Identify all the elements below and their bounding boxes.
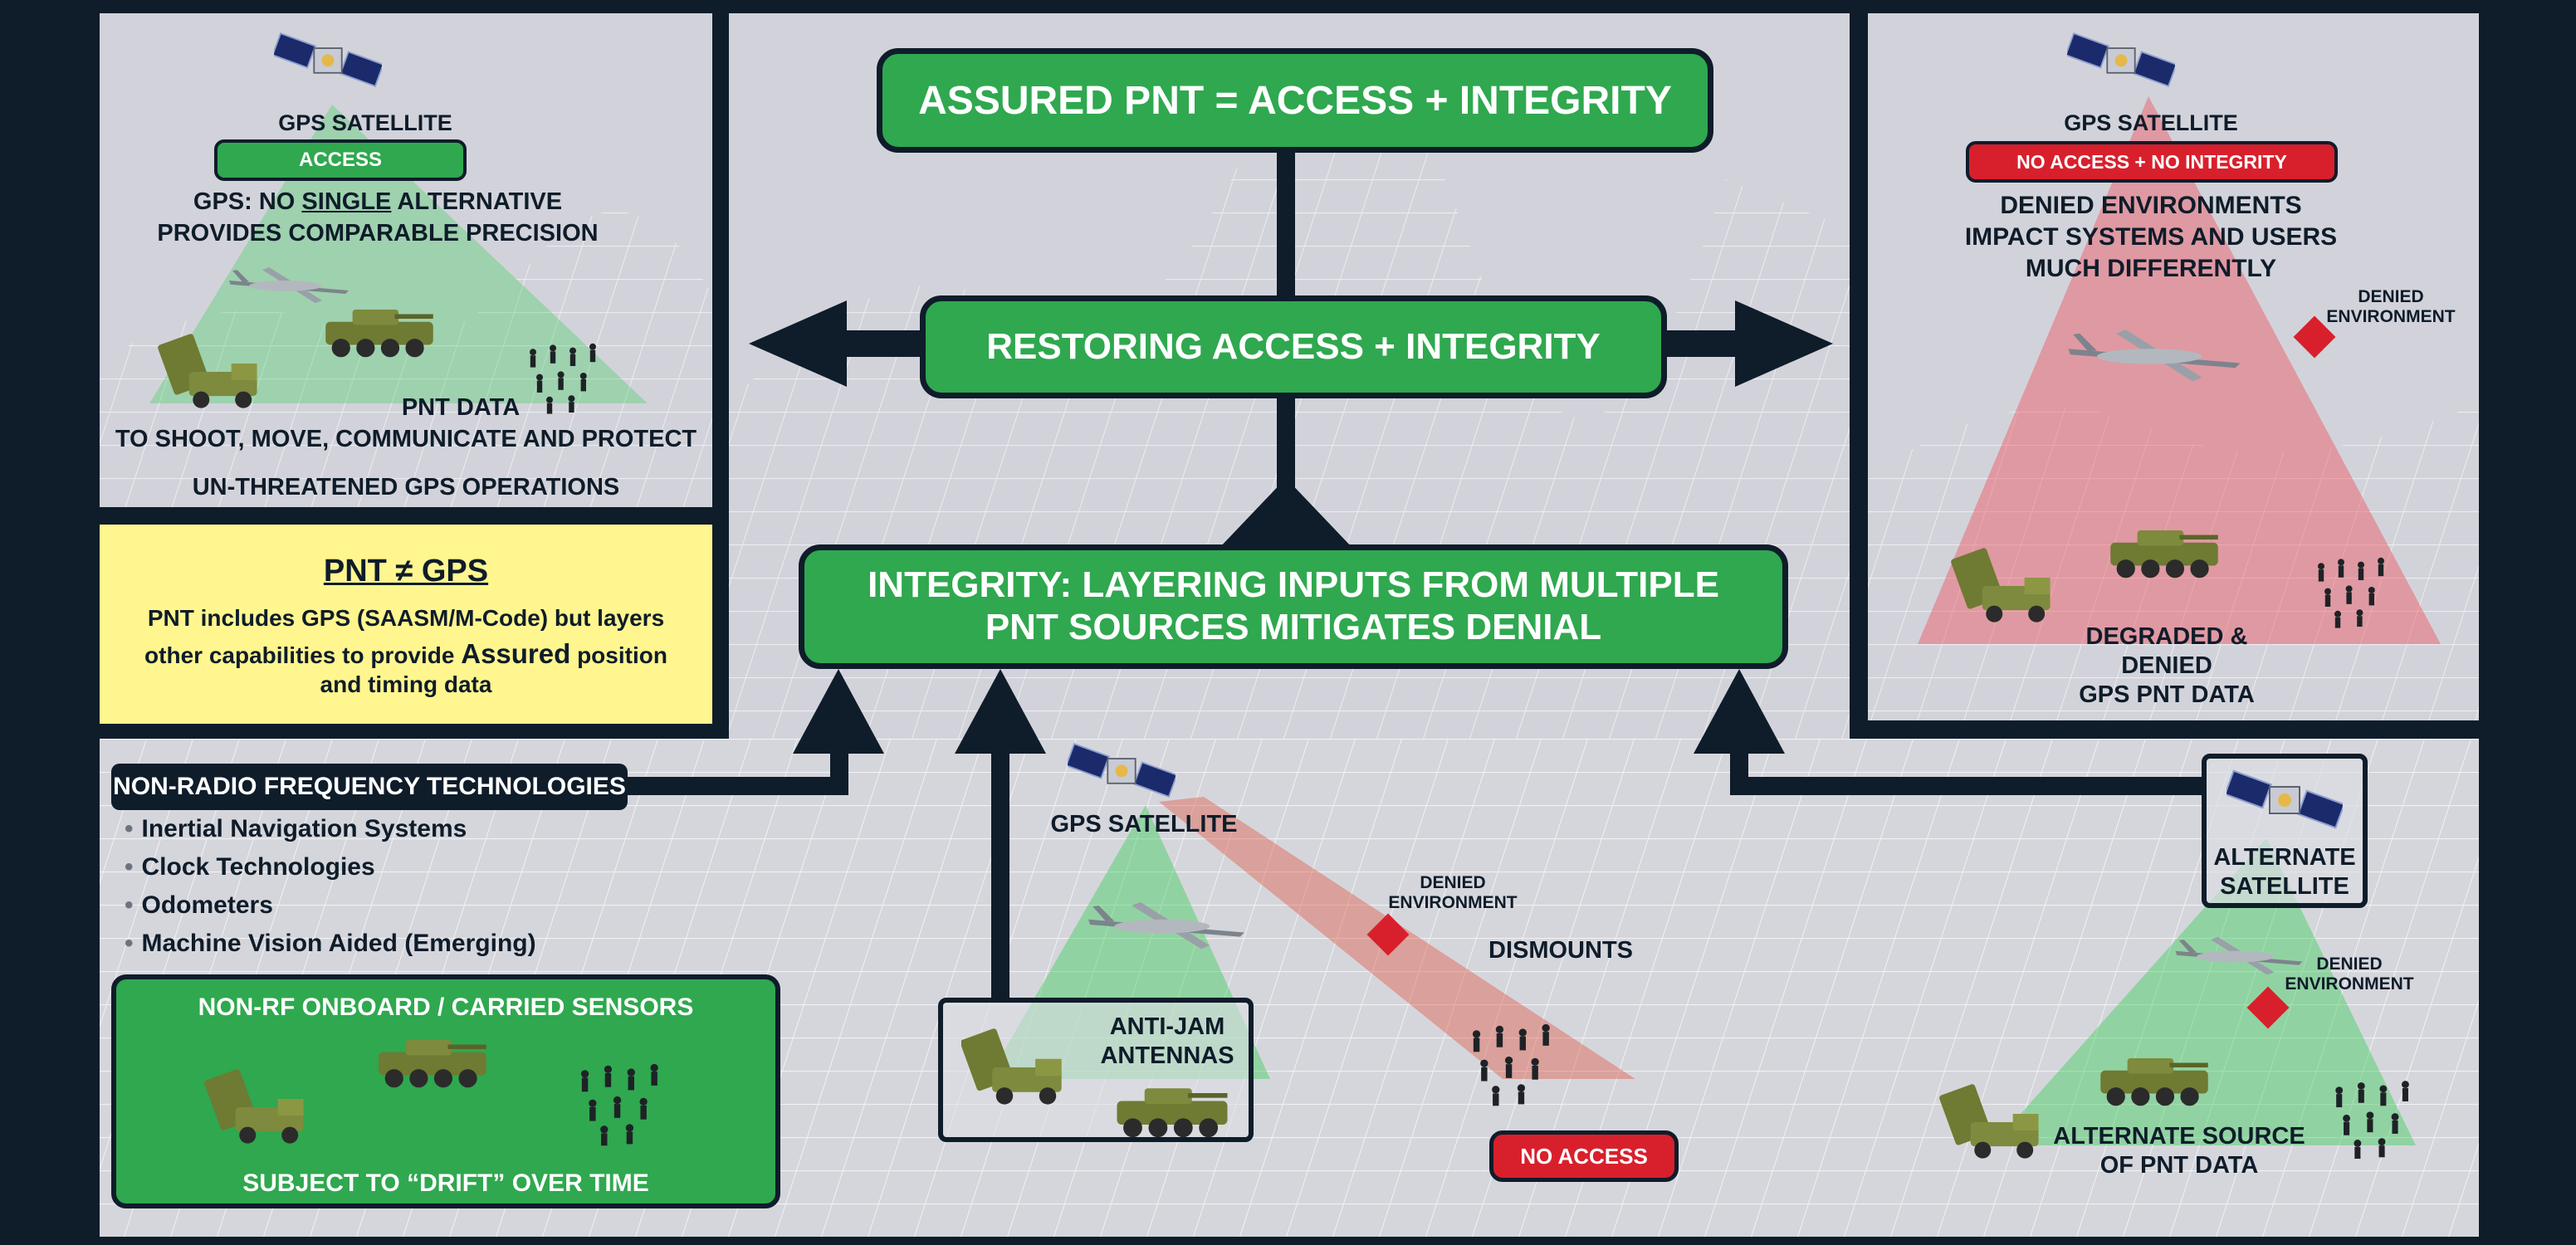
launcher-vehicle-icon [1951, 544, 2059, 627]
up-arrow-head-center [1218, 478, 1354, 549]
gps-no-single-alternative: GPS: NO SINGLE ALTERNATIVE [193, 188, 563, 215]
access-badge: ACCESS [214, 139, 467, 181]
denied-line2: IMPACT SYSTEMS AND USERS [1964, 223, 2338, 251]
armored-vehicle-icon [2092, 1047, 2217, 1109]
satellite-icon [274, 25, 382, 95]
restoring-access-box: RESTORING ACCESS + INTEGRITY [920, 295, 1667, 398]
dismounts-label: DISMOUNTS [1488, 937, 1633, 964]
drone-icon [2059, 310, 2250, 397]
gps-coverage-cone [149, 105, 648, 403]
sensors-title: NON-RF ONBOARD / CARRIED SENSORS [198, 994, 694, 1021]
pnt-data-label: PNT DATA [401, 394, 521, 421]
unthreatened-operations-label: UN-THREATENED GPS OPERATIONS [192, 474, 620, 500]
launcher-vehicle-icon [158, 330, 266, 413]
launcher-vehicle-icon [1939, 1081, 2047, 1164]
non-rf-sensors-box: NON-RF ONBOARD / CARRIED SENSORS SUBJECT… [111, 974, 780, 1208]
gps-satellite-label: GPS SATELLITE [1050, 811, 1238, 837]
no-access-badge: NO ACCESS [1489, 1130, 1679, 1182]
non-rf-connector-horizontal [614, 777, 848, 795]
up-arrow-head-left [793, 669, 884, 754]
satellite-icon [1068, 735, 1176, 805]
list-item: •Inertial Navigation Systems [125, 815, 467, 842]
drone-icon [1079, 885, 1254, 963]
vertical-connector-top [1277, 141, 1295, 307]
no-access-no-integrity-badge: NO ACCESS + NO INTEGRITY [1966, 141, 2338, 183]
satellite-icon [2227, 762, 2343, 837]
up-arrow-head-middle [955, 669, 1046, 754]
troops-icon [569, 1062, 677, 1149]
left-arrow-head [749, 300, 847, 387]
pnt-box-line1: PNT includes GPS (SAASM/M-Code) but laye… [147, 605, 665, 631]
denied-line1: DENIED ENVIRONMENTS [2000, 192, 2302, 219]
armored-vehicle-icon [2102, 520, 2227, 581]
pnt-box-line2: other capabilities to provide Assured po… [144, 638, 667, 669]
alt-sat-green-beam [1992, 838, 2416, 1145]
denied-environments-panel: GPS SATELLITE NO ACCESS + NO INTEGRITY D… [1868, 13, 2479, 720]
denied-line3: MUCH DIFFERENTLY [2025, 255, 2277, 282]
right-arrow-head [1735, 300, 1833, 387]
gps-satellite-label: GPS SATELLITE [2064, 110, 2238, 135]
untreatened-gps-panel: GPS SATELLITE ACCESS GPS: NO SINGLE ALTE… [100, 13, 712, 507]
list-item: •Machine Vision Aided (Emerging) [125, 930, 536, 957]
assured-pnt-box: ASSURED PNT = ACCESS + INTEGRITY [877, 48, 1713, 153]
antijam-connector [991, 752, 1009, 1001]
launcher-vehicle-icon [204, 1066, 312, 1149]
comparable-precision-text: PROVIDES COMPARABLE PRECISION [157, 220, 599, 247]
pnt-use-text: TO SHOOT, MOVE, COMMUNICATE AND PROTECT [115, 426, 697, 452]
alt-sat-connector-horizontal [1730, 777, 2207, 795]
launcher-vehicle-icon [961, 1024, 1069, 1111]
armored-vehicle-icon [317, 299, 442, 360]
non-rf-header: NON-RADIO FREQUENCY TECHNOLOGIES [111, 764, 628, 810]
list-item: •Odometers [125, 891, 273, 919]
non-rf-header-text: NON-RADIO FREQUENCY TECHNOLOGIES [113, 773, 626, 800]
troops-icon [2324, 1079, 2427, 1162]
troops-icon [1461, 1023, 1569, 1109]
pnt-not-gps-title: PNT ≠ GPS [323, 554, 489, 588]
gps-satellite-label: GPS SATELLITE [278, 110, 452, 135]
panel-terrain [100, 13, 712, 507]
non-rf-list: •Inertial Navigation Systems •Clock Tech… [125, 815, 639, 968]
armored-vehicle-icon [370, 1029, 495, 1091]
troops-icon [2308, 553, 2401, 634]
pnt-not-gps-box: PNT ≠ GPS PNT includes GPS (SAASM/M-Code… [100, 525, 712, 724]
vertical-connector-mid [1277, 387, 1295, 495]
integrity-layering-box: INTEGRITY: LAYERING INPUTS FROM MULTIPLE… [799, 544, 1788, 669]
armored-vehicle-icon [1107, 1077, 1237, 1140]
sensors-drift-footer: SUBJECT TO “DRIFT” OVER TIME [242, 1169, 649, 1197]
pnt-box-line3: and timing data [320, 671, 492, 697]
up-arrow-head-right [1694, 669, 1785, 754]
satellite-icon [2067, 25, 2175, 95]
bottom-right-beam [1992, 838, 2416, 1145]
list-item: •Clock Technologies [125, 853, 375, 881]
